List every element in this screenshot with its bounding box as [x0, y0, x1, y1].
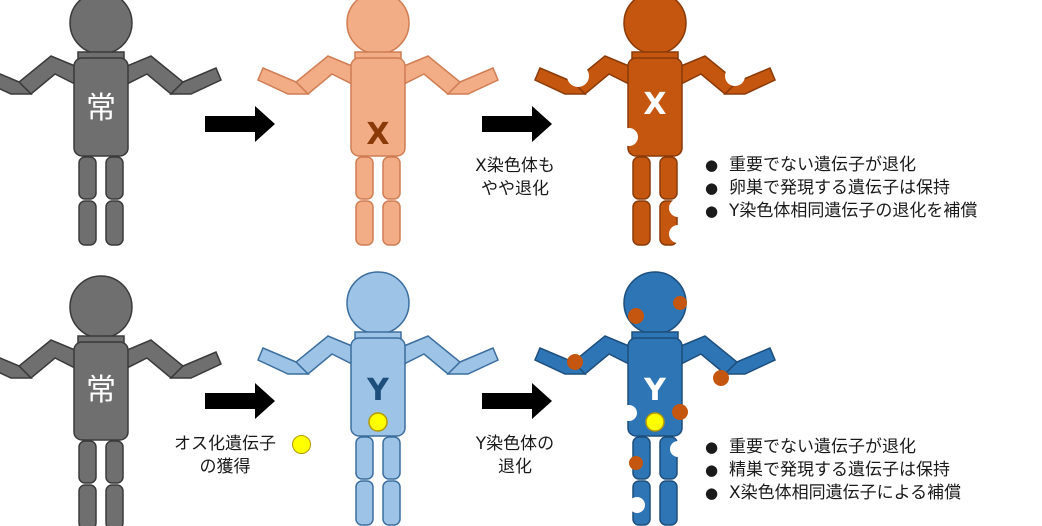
- caption-male-gene-line1: オス化遺伝子: [174, 434, 276, 454]
- caption-y-degrades-line2: 退化: [498, 457, 532, 477]
- bullet-x-1: 重要でない遺伝子が退化: [705, 154, 977, 177]
- figure-label-y-early: Y: [366, 373, 390, 408]
- figure-label-autosome-top: 常: [86, 91, 116, 126]
- figure-label-x-early: X: [366, 117, 389, 152]
- arrow-top-left: [205, 106, 275, 142]
- caption-x-degrades-line2: やや退化: [481, 179, 549, 199]
- bullet-x-2: 卵巣で発現する遺伝子は保持: [705, 177, 977, 200]
- bullet-list-y: 重要でない遺伝子が退化 精巣で発現する遺伝子は保持 X染色体相同遺伝子による補償: [705, 436, 961, 505]
- male-gene-dot-early: [368, 412, 388, 432]
- bullet-list-x: 重要でない遺伝子が退化 卵巣で発現する遺伝子は保持 Y染色体相同遺伝子の退化を補…: [705, 154, 977, 223]
- bullet-y-2: 精巣で発現する遺伝子は保持: [705, 459, 961, 482]
- figure-label-y-degraded: Y: [643, 373, 667, 408]
- male-gene-dot-degraded: [645, 412, 665, 432]
- caption-y-degrades-line1: Y染色体の: [475, 434, 555, 454]
- arrow-top-right: [482, 106, 552, 142]
- bullet-y-1: 重要でない遺伝子が退化: [705, 436, 961, 459]
- caption-x-degrades: X染色体も やや退化: [455, 155, 575, 201]
- arrow-bottom-left: [205, 383, 275, 419]
- compensation-patches-y: [567, 296, 729, 470]
- degradation-notches-y: [621, 405, 686, 513]
- caption-male-gene-acquired: オス化遺伝子 の獲得: [160, 433, 290, 479]
- bullet-y-3: X染色体相同遺伝子による補償: [705, 482, 961, 505]
- bullet-x-3: Y染色体相同遺伝子の退化を補償: [705, 200, 977, 223]
- degradation-notches-x: [567, 65, 745, 243]
- caption-y-degrades: Y染色体の 退化: [455, 433, 575, 479]
- figure-label-x-degraded: X: [643, 87, 666, 122]
- caption-x-degrades-line1: X染色体も: [475, 156, 555, 176]
- male-gene-legend-dot: [292, 435, 311, 454]
- figure-label-autosome-bottom: 常: [86, 373, 116, 408]
- caption-male-gene-line2: の獲得: [199, 457, 251, 477]
- arrow-bottom-right: [482, 383, 552, 419]
